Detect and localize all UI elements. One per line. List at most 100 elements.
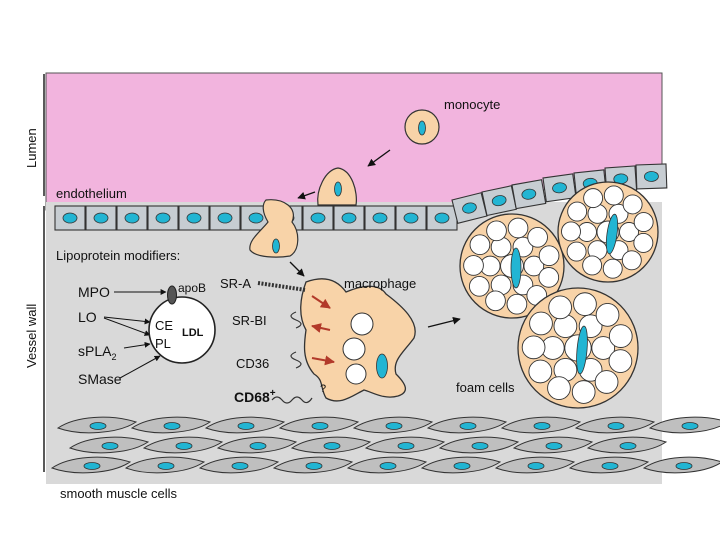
arrow-spla — [123, 341, 151, 349]
nucleus-icon — [163, 422, 181, 430]
modifier-list: MPO LO sPLA2 SMase — [78, 284, 122, 387]
smooth-muscle-cell — [272, 456, 354, 474]
transmigrating-monocyte — [249, 199, 299, 258]
smooth-muscle-cell — [142, 436, 224, 454]
lipid-droplet — [619, 222, 639, 242]
foam-cell — [557, 181, 659, 283]
lipid-droplet — [548, 295, 572, 320]
smooth-muscle-cell — [290, 436, 372, 454]
smooth-muscle-cell — [346, 456, 428, 474]
smooth-muscle-cell — [438, 436, 520, 454]
arrow-to-endothelium — [297, 191, 316, 200]
receptor-list: SR-A SR-BI CD36 CD68+ — [220, 276, 276, 405]
red-arrow-sr-bi — [311, 323, 331, 333]
lipid-droplet — [561, 221, 581, 242]
lipid-droplet — [547, 376, 571, 400]
modifier-subscript: 2 — [111, 352, 116, 362]
apob-label: apoB — [178, 281, 206, 295]
smooth-muscle-cell — [216, 436, 298, 454]
endothelial-cell — [302, 205, 334, 231]
lipid-droplet — [571, 380, 596, 404]
lipid-droplet — [523, 255, 545, 277]
endothelial-cell — [364, 205, 396, 231]
smooth-muscle-cells-label: smooth muscle cells — [60, 486, 178, 501]
nucleus-icon — [552, 182, 567, 194]
lipid-droplet — [506, 293, 528, 315]
receptor-cd68: CD68+ — [234, 388, 276, 405]
monocyte-label: monocyte — [444, 97, 500, 112]
smooth-muscle-layer — [50, 416, 720, 474]
modifier-spla: sPLA2 — [78, 343, 116, 362]
modifier-smase: SMase — [78, 371, 122, 387]
smooth-muscle-cell — [568, 456, 650, 474]
nucleus-icon — [576, 325, 588, 375]
nucleus-icon — [155, 212, 171, 224]
nucleus-icon — [619, 442, 637, 450]
nucleus-icon — [462, 202, 477, 214]
lipid-droplet — [582, 255, 603, 276]
nucleus-icon — [471, 442, 489, 450]
nucleus-icon — [175, 442, 193, 450]
lipid-droplet — [602, 258, 623, 279]
endothelial-cell — [209, 205, 241, 231]
nucleus-icon — [231, 462, 249, 470]
smooth-muscle-cell — [130, 416, 212, 434]
nucleus-icon — [376, 353, 388, 379]
ldl-label: LDL — [182, 327, 204, 339]
nucleus-icon — [601, 462, 619, 470]
lipid-droplet — [527, 226, 548, 248]
lipid-droplet — [469, 276, 490, 297]
receptor-cd36: CD36 — [236, 356, 269, 371]
nucleus-icon — [397, 442, 415, 450]
foam-cells-label: foam cells — [456, 380, 515, 395]
ce-label: CE — [155, 318, 173, 333]
lipid-droplet — [350, 312, 374, 336]
lipid-droplet — [591, 336, 616, 360]
nucleus-icon — [310, 212, 326, 224]
endothelial-cell — [178, 205, 210, 231]
lumen-label: Lumen — [24, 128, 39, 168]
apob-icon — [167, 285, 177, 305]
receptor-sr-bi: SR-BI — [232, 313, 267, 328]
lipid-droplet — [573, 292, 597, 316]
nucleus-icon — [379, 462, 397, 470]
smooth-muscle-cell — [586, 436, 668, 454]
lipid-droplet — [583, 188, 604, 209]
nucleus-icon — [62, 212, 78, 224]
receptor-sr-a: SR-A — [220, 276, 251, 291]
lipid-droplet — [521, 335, 546, 360]
nucleus-icon — [248, 212, 264, 224]
smooth-muscle-cell — [68, 436, 150, 454]
endothelial-cell — [635, 163, 668, 190]
arrow-lo-2 — [103, 317, 151, 336]
nucleus-icon — [341, 212, 357, 224]
arrow-to-macrophage — [289, 261, 305, 277]
endothelial-cell — [426, 205, 458, 231]
red-arrow-sr-a — [311, 295, 331, 309]
lipid-droplet — [622, 194, 643, 215]
pl-label: PL — [155, 336, 171, 351]
nucleus-icon — [681, 422, 699, 430]
lipid-droplet — [566, 241, 587, 262]
lipid-droplet — [528, 359, 553, 384]
arrow-lo-1 — [103, 316, 151, 325]
nucleus-icon — [272, 238, 280, 254]
endothelial-cell — [333, 205, 365, 231]
lipid-droplet — [621, 250, 642, 271]
smooth-muscle-cell — [512, 436, 594, 454]
smooth-muscle-cell — [642, 456, 720, 474]
sr-bi-receptor-icon — [290, 311, 302, 329]
smooth-muscle-cell — [648, 416, 720, 434]
nucleus-icon — [403, 212, 419, 224]
nucleus-icon — [237, 422, 255, 430]
lipid-droplet — [633, 232, 654, 253]
receptor-superscript: + — [270, 388, 276, 399]
nucleus-icon — [434, 212, 450, 224]
sr-a-receptor-icon — [257, 281, 307, 292]
smooth-muscle-cell — [420, 456, 502, 474]
lipid-droplet — [567, 201, 588, 222]
lipid-droplet — [469, 234, 491, 256]
smooth-muscle-cell — [500, 416, 582, 434]
macrophage-cell — [300, 278, 416, 402]
